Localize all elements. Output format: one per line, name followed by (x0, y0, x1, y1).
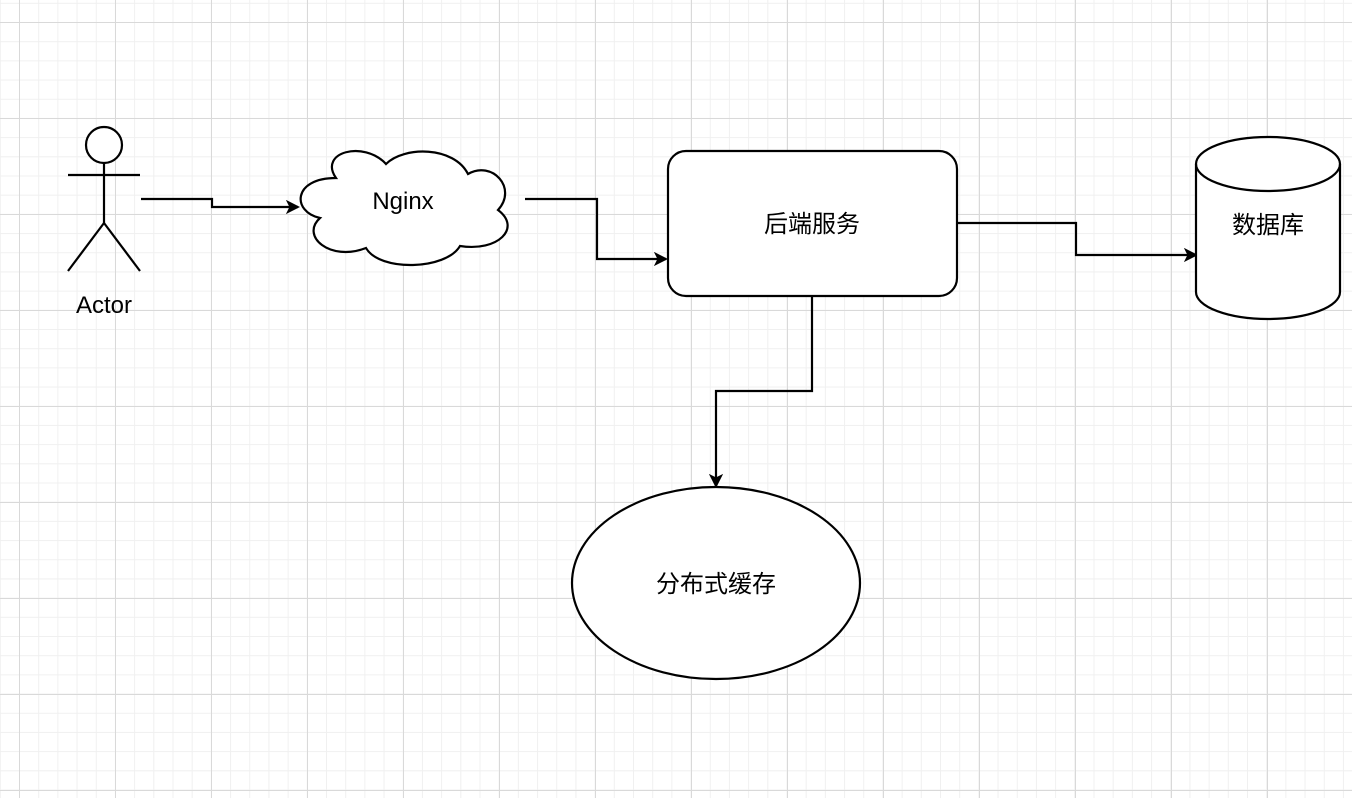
rounded-rectangle-shape (666, 149, 959, 298)
actor-label: Actor (76, 292, 132, 319)
cylinder-top-rim (1194, 163, 1342, 193)
database-label: 数据库 (1232, 212, 1304, 239)
cylinder-body (1194, 135, 1342, 321)
database-node[interactable]: 数据库 (1194, 135, 1342, 321)
edge-backend-to-database[interactable] (957, 221, 1196, 255)
cache-label: 分布式缓存 (656, 571, 776, 598)
nginx-node[interactable]: Nginx (299, 149, 509, 267)
edge-actor-to-nginx[interactable] (141, 197, 298, 207)
nginx-label: Nginx (372, 188, 433, 215)
backend-label: 后端服务 (764, 211, 860, 238)
cloud-shape (299, 149, 509, 267)
edge-backend-to-cache[interactable] (716, 296, 814, 486)
stick-figure-icon (67, 125, 141, 272)
ellipse-shape (570, 485, 862, 681)
cache-node[interactable]: 分布式缓存 (570, 485, 862, 681)
backend-node[interactable]: 后端服务 (666, 149, 959, 298)
actor-node[interactable]: Actor (67, 125, 141, 319)
edge-nginx-to-backend[interactable] (525, 197, 666, 259)
